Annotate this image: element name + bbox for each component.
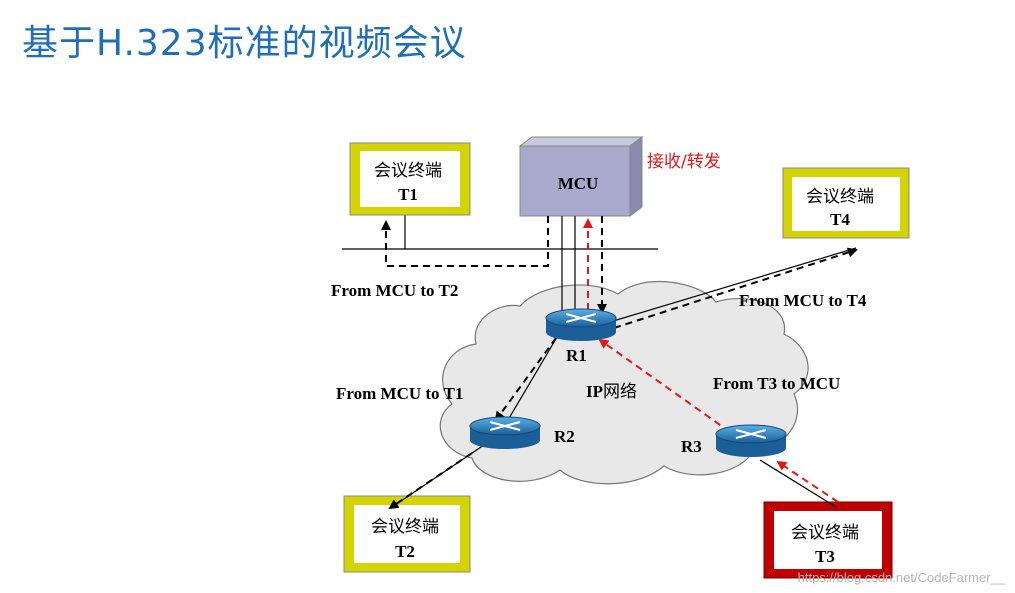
flow-r3-to-r1-path xyxy=(598,338,731,433)
ip-network-label: IP网络 xyxy=(586,382,637,402)
flow-mcu-to-t2-path xyxy=(381,216,549,267)
flow-t3-to-r3-path xyxy=(776,460,839,503)
t2-id: T2 xyxy=(395,542,415,561)
flow-label-mcu-to-t2: From MCU to T2 xyxy=(331,281,458,300)
page-title: 基于H.323标准的视频会议 xyxy=(22,23,467,64)
t3-id: T3 xyxy=(815,547,835,566)
t4-label: 会议终端 xyxy=(806,187,874,207)
t2-label: 会议终端 xyxy=(371,517,439,537)
router-r2 xyxy=(469,416,541,449)
router-r3-label: R3 xyxy=(681,437,702,456)
flow-r2-to-t2-path xyxy=(388,452,473,510)
r3-t3-link xyxy=(759,459,837,508)
t4-id: T4 xyxy=(830,210,850,229)
r1-r2-link xyxy=(504,331,561,426)
terminal-t1: 会议终端 T1 xyxy=(349,142,471,216)
mcu-annotation: 接收/转发 xyxy=(647,152,721,172)
flow-mcu-to-t4-path xyxy=(613,247,858,329)
watermark: https://blog.csdn.net/CodeFarmer__ xyxy=(798,570,1006,585)
terminal-t2: 会议终端 T2 xyxy=(343,495,471,573)
t1-id: T1 xyxy=(398,185,418,204)
terminal-t3: 会议终端 T3 xyxy=(763,501,893,579)
flow-mcu-to-t1-path xyxy=(494,337,557,422)
r1-t4-link xyxy=(609,247,857,323)
mcu-label: MCU xyxy=(558,174,599,193)
network-zh-label: 网络 xyxy=(603,382,637,402)
ip-label: IP xyxy=(586,382,603,401)
t3-label: 会议终端 xyxy=(791,523,859,543)
router-r1 xyxy=(545,308,617,341)
terminal-t4: 会议终端 T4 xyxy=(782,167,910,239)
router-r2-label: R2 xyxy=(554,427,575,446)
router-r3 xyxy=(715,424,787,457)
flow-label-t3-to-mcu: From T3 to MCU xyxy=(713,374,840,393)
flow-label-mcu-to-t4: From MCU to T4 xyxy=(739,291,867,310)
t1-label: 会议终端 xyxy=(374,161,442,181)
router-r1-label: R1 xyxy=(566,346,587,365)
flow-label-mcu-to-t1: From MCU to T1 xyxy=(336,384,463,403)
mcu-box: MCU xyxy=(518,136,644,217)
